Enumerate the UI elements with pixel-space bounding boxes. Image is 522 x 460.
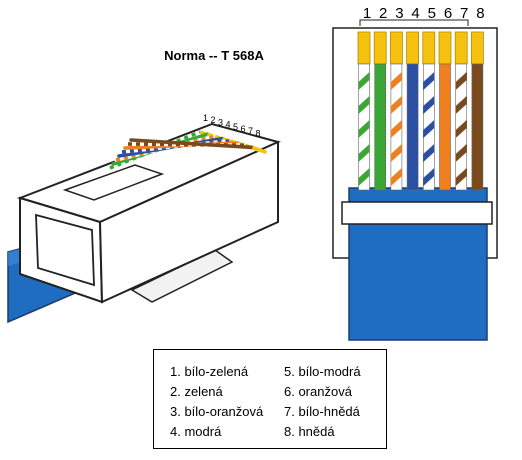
front-wire-7 bbox=[454, 31, 468, 191]
diagram-title: Norma -- T 568A bbox=[164, 48, 264, 63]
plug-pin-number-2: 2 bbox=[211, 115, 216, 125]
front-pin-number-3: 3 bbox=[395, 5, 403, 22]
pin-bracket bbox=[359, 19, 469, 26]
legend-item-3: 3. bílo-oranžová bbox=[170, 404, 264, 419]
legend-item-1: 1. bílo-zelená bbox=[170, 364, 249, 379]
contact-5 bbox=[422, 31, 436, 65]
contact-7 bbox=[454, 31, 468, 65]
front-wire-5 bbox=[422, 31, 436, 191]
front-wire-2 bbox=[373, 31, 387, 191]
front-pin-number-8: 8 bbox=[476, 5, 484, 22]
plug-pin-number-6: 6 bbox=[241, 124, 246, 134]
front-pin-number-4: 4 bbox=[411, 5, 419, 22]
front-wire-3 bbox=[389, 31, 403, 191]
plug-pin-number-3: 3 bbox=[218, 117, 223, 127]
crimp-band bbox=[341, 201, 493, 225]
plug-pin-number-4: 4 bbox=[226, 120, 231, 130]
contact-3 bbox=[389, 31, 403, 65]
front-pin-number-2: 2 bbox=[379, 5, 387, 22]
plug-top-slot bbox=[62, 164, 165, 201]
contact-2 bbox=[373, 31, 387, 65]
plug-wires bbox=[108, 130, 268, 170]
front-pin-number-1: 1 bbox=[363, 5, 371, 22]
front-pin-number-6: 6 bbox=[444, 5, 452, 22]
front-pin-number-7: 7 bbox=[460, 5, 468, 22]
front-wire-4 bbox=[406, 31, 420, 191]
contact-8 bbox=[470, 31, 484, 65]
plug-pin-number-8: 8 bbox=[256, 128, 261, 138]
legend-item-7: 7. bílo-hnědá bbox=[284, 404, 360, 419]
contact-4 bbox=[406, 31, 420, 65]
color-legend: 1. bílo-zelená 2. zelená 3. bílo-oranžov… bbox=[153, 349, 387, 449]
plug-pin-number-5: 5 bbox=[233, 122, 238, 132]
front-wire-6 bbox=[438, 31, 452, 191]
legend-item-2: 2. zelená bbox=[170, 384, 223, 399]
plug-pin-number-1: 1 bbox=[203, 113, 208, 123]
contact-1 bbox=[357, 31, 371, 65]
front-wire-1 bbox=[357, 31, 371, 191]
plug-front-opening bbox=[35, 213, 95, 287]
front-pin-number-5: 5 bbox=[428, 5, 436, 22]
plug-side-face bbox=[98, 140, 279, 304]
front-wires bbox=[357, 31, 484, 191]
legend-item-8: 8. hnědá bbox=[284, 424, 335, 439]
front-wire-8 bbox=[470, 31, 484, 191]
legend-item-4: 4. modrá bbox=[170, 424, 222, 439]
legend-item-5: 5. bílo-modrá bbox=[284, 364, 361, 379]
contact-6 bbox=[438, 31, 452, 65]
plug-pin-number-7: 7 bbox=[248, 126, 253, 136]
legend-item-6: 6. oranžová bbox=[284, 384, 352, 399]
plug-wire-8 bbox=[129, 138, 268, 155]
